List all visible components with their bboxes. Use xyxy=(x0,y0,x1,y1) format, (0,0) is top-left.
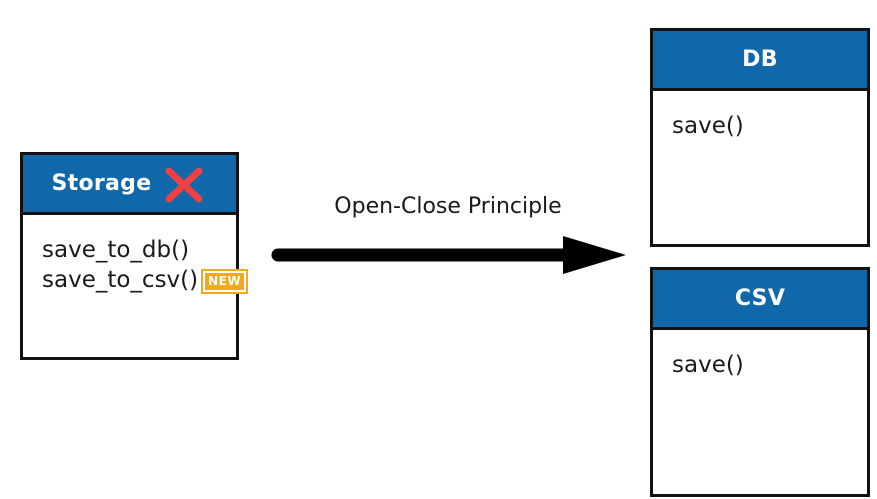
storage-class-header: Storage xyxy=(23,155,236,215)
method-save-to-csv: save_to_csv() xyxy=(42,267,199,293)
csv-method-save: save() xyxy=(672,352,744,378)
csv-class-box: CSV save() xyxy=(650,267,870,497)
csv-class-body: save() xyxy=(653,330,867,380)
db-class-box: DB save() xyxy=(650,28,870,247)
deprecated-cross-icon xyxy=(161,160,207,208)
csv-class-name: CSV xyxy=(734,286,786,311)
csv-class-header: CSV xyxy=(653,270,867,330)
right-arrow-icon xyxy=(271,236,626,274)
db-class-body: save() xyxy=(653,91,867,141)
new-badge-label: NEW xyxy=(205,273,245,290)
db-class-name: DB xyxy=(742,47,778,72)
storage-class-name: Storage xyxy=(51,171,152,196)
db-class-header: DB xyxy=(653,31,867,91)
db-method-save: save() xyxy=(672,113,744,139)
method-save-to-db: save_to_db() xyxy=(42,237,190,263)
principle-label: Open-Close Principle xyxy=(334,194,562,219)
new-badge: NEW xyxy=(201,269,249,294)
storage-class-body: save_to_db() save_to_csv() NEW xyxy=(23,215,249,295)
method-save-to-csv-line: save_to_csv() NEW xyxy=(42,265,249,295)
storage-class-box: Storage save_to_db() save_to_csv() NEW xyxy=(20,152,249,360)
